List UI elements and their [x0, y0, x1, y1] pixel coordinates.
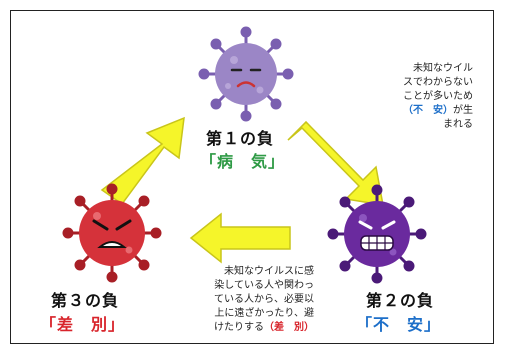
- note-line: ことが多いため: [403, 91, 473, 102]
- stage1-title: 第１の負: [206, 129, 275, 148]
- stage2-title: 第２の負: [366, 291, 435, 310]
- anxiety-emphasis: （不 安）: [403, 105, 453, 116]
- angry-virus-icon: [62, 183, 162, 283]
- stage3-title: 第３の負: [51, 291, 120, 310]
- discrimination-note: 未知なウイルスに感 染している人や関わっ ている人から、必要以 上に遠ざかったり…: [186, 265, 314, 335]
- note-line: （不 安）が生: [361, 104, 473, 118]
- note-line: 未知なウイルスに感: [224, 266, 314, 277]
- stage2-word: 「不 安」: [356, 315, 442, 334]
- note-line: ている人から、必要以: [214, 294, 314, 305]
- note-line: スでわからない: [403, 77, 473, 88]
- arrow-to-illness: [100, 116, 185, 206]
- note-line: まれる: [443, 119, 473, 130]
- note-line: 未知なウイル: [413, 63, 473, 74]
- note-line: 上に遠ざかったり、避: [214, 308, 314, 319]
- stage1-word: 「病 気」: [200, 152, 286, 171]
- worried-virus-icon: [198, 26, 294, 122]
- arrow-to-anxiety: [287, 120, 384, 206]
- arrow-to-discrimination: [189, 212, 291, 264]
- scary-virus-icon: [327, 184, 427, 284]
- note-line: 染している人や関わっ: [214, 280, 314, 291]
- stage3-word: 「差 別」: [40, 315, 126, 334]
- anxiety-note: 未知なウイル スでわからない ことが多いため （不 安）が生 まれる: [361, 62, 473, 132]
- discrimination-emphasis: （差 別）: [264, 322, 314, 333]
- note-text: けたりする: [214, 322, 264, 333]
- note-text: が生: [453, 105, 473, 116]
- note-line: けたりする（差 別）: [186, 321, 314, 335]
